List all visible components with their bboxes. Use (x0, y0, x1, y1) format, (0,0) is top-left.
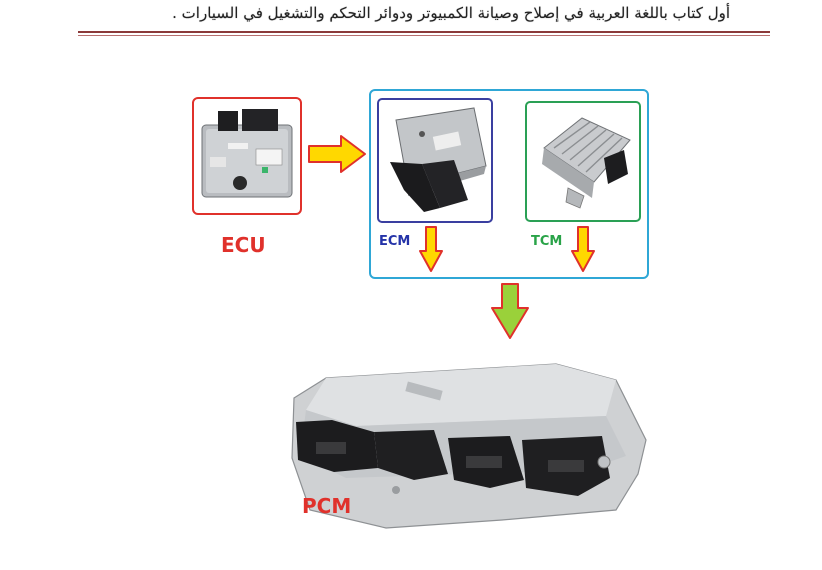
arrow-tcm-down (571, 226, 595, 272)
header-divider (78, 31, 770, 33)
tcm-module-image (542, 117, 631, 209)
tcm-frame (525, 101, 641, 222)
pcm-label: PCM (302, 494, 352, 518)
ecm-tcm-group-frame (369, 89, 649, 279)
ecu-module-image (201, 109, 293, 198)
ecu-frame (192, 97, 302, 215)
ecm-frame (377, 98, 493, 223)
page-header-title: أول كتاب باللغة العربية في إصلاح وصيانة … (172, 4, 730, 22)
tcm-label: TCM (531, 234, 563, 249)
arrow-ecm-down (419, 226, 443, 272)
ecm-module-image (390, 107, 487, 212)
arrow-ecu-to-ecm (308, 135, 366, 173)
header-divider-thin (78, 35, 770, 36)
pcm-module-image (291, 363, 647, 529)
arrow-group-to-pcm (491, 283, 529, 339)
ecm-label: ECM (379, 234, 411, 249)
ecu-label: ECU (221, 233, 266, 257)
